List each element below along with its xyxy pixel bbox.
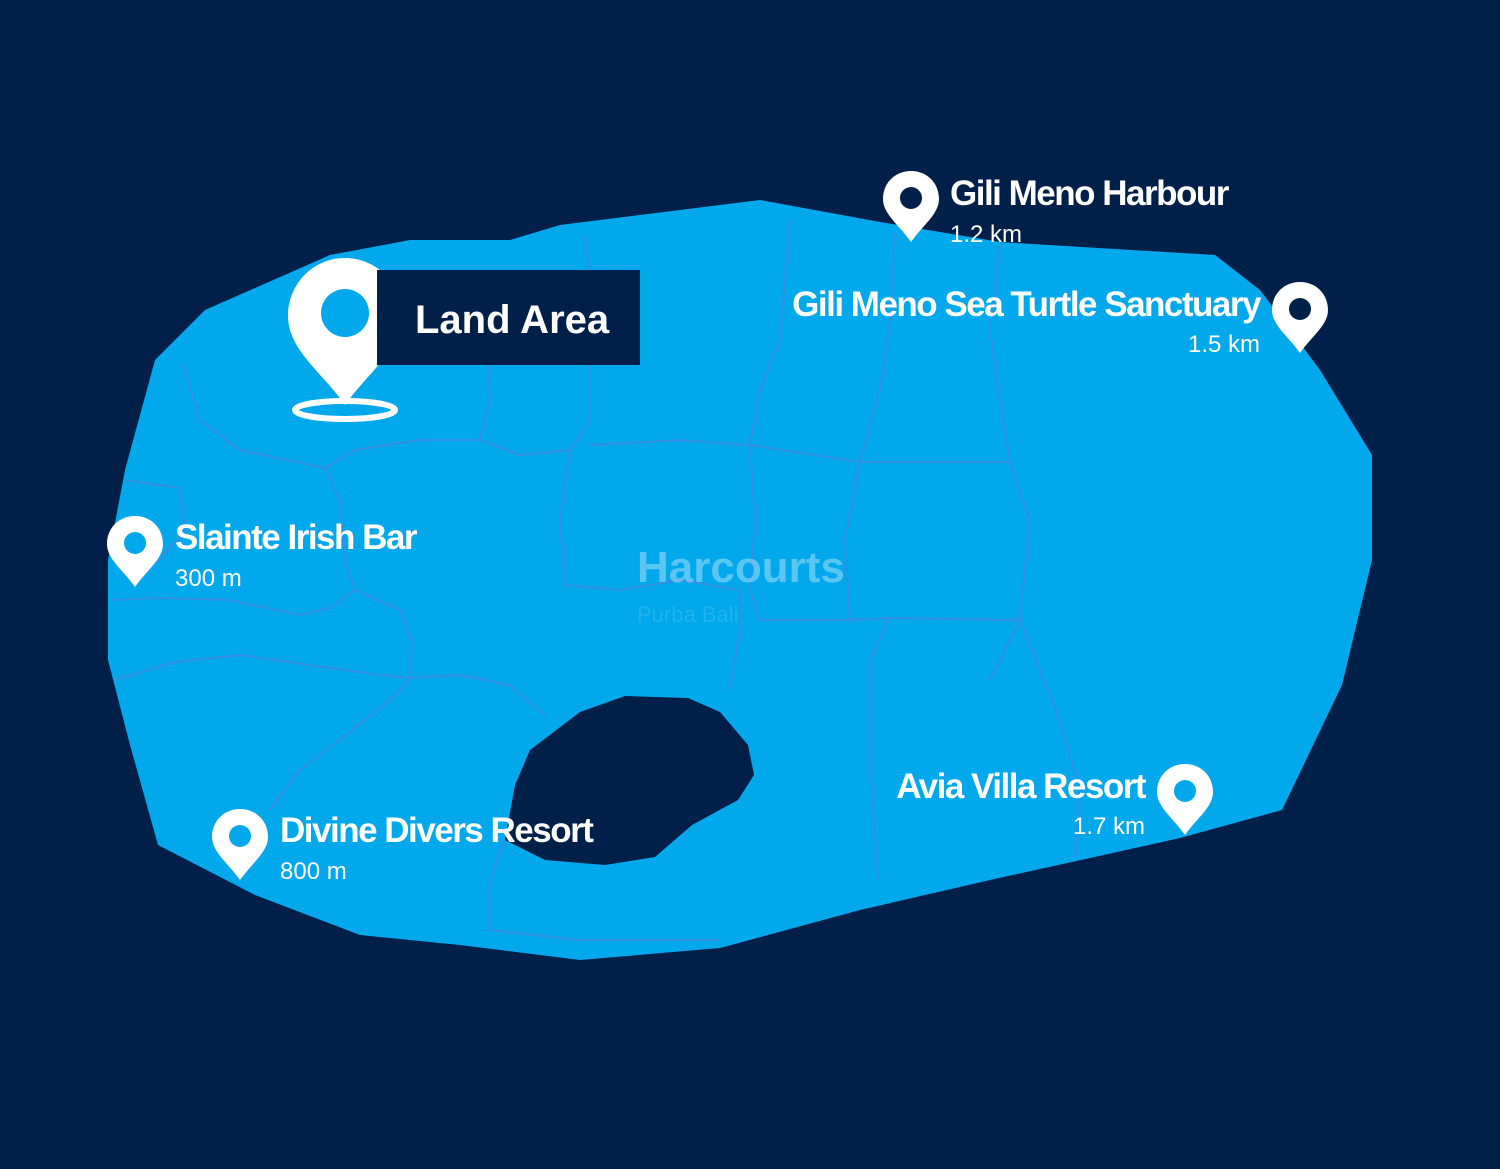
poi-divine-divers-resort[interactable]: Divine Divers Resort 800 m xyxy=(212,809,596,885)
inland-lake xyxy=(505,696,754,865)
poi-distance: 1.7 km xyxy=(1073,813,1145,840)
brand-watermark-sub: Purba Bali xyxy=(637,602,739,627)
poi-avia-villa-resort[interactable]: Avia Villa Resort 1.7 km xyxy=(896,764,1213,840)
poi-distance: 1.5 km xyxy=(1188,331,1260,358)
poi-name: Gili Meno Sea Turtle Sanctuary xyxy=(792,285,1262,324)
land-area-marker[interactable] xyxy=(288,258,402,422)
poi-gili-meno-harbour[interactable]: Gili Meno Harbour 1.2 km xyxy=(883,171,1231,248)
island-land xyxy=(108,200,1372,960)
poi-distance: 300 m xyxy=(175,565,242,592)
poi-sea-turtle-sanctuary[interactable]: Gili Meno Sea Turtle Sanctuary 1.5 km xyxy=(792,282,1328,358)
poi-name: Slainte Irish Bar xyxy=(175,518,418,557)
poi-distance: 800 m xyxy=(280,858,347,885)
land-area-label: Land Area xyxy=(415,298,610,342)
poi-slainte-irish-bar[interactable]: Slainte Irish Bar 300 m xyxy=(107,516,419,592)
land-area-label-box xyxy=(377,270,640,365)
poi-name: Divine Divers Resort xyxy=(280,811,594,850)
brand-watermark: Harcourts xyxy=(637,543,845,592)
poi-distance: 1.2 km xyxy=(950,221,1022,248)
poi-name: Avia Villa Resort xyxy=(896,767,1147,806)
poi-name: Gili Meno Harbour xyxy=(950,174,1230,213)
